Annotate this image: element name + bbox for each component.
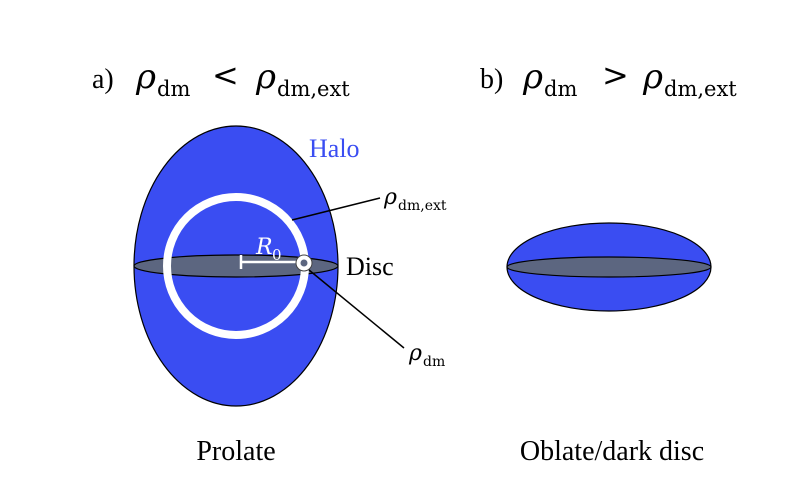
local-volume-core [300, 259, 308, 267]
rho-dm-leader-line [308, 269, 405, 349]
oblate-disc [506, 256, 712, 278]
panel-a-title: a) ρ dm < ρ dm,ext [92, 56, 350, 101]
rho-ext-subscript: dm,ext [398, 198, 447, 214]
prolate-disc [133, 254, 339, 278]
radius-subscript: 0 [272, 246, 282, 264]
rho-dm-symbol: ρ [408, 341, 422, 366]
rho-ext-leader-line [291, 197, 381, 221]
prolate-halo-group: R 0 [133, 125, 339, 407]
panel-b-prefix: b) [480, 64, 503, 95]
prolate-caption: Prolate [196, 436, 275, 467]
panel-a-prefix: a) [92, 64, 114, 95]
rho-dm-subscript: dm [423, 354, 445, 370]
rho-ext-label: ρ dm,ext [383, 185, 447, 214]
panel-b-relation: > [602, 56, 629, 94]
oblate-halo-group [506, 222, 712, 312]
panel-b-rho: ρ [522, 57, 543, 97]
disc-label: Disc [346, 252, 394, 281]
panel-a-sub-ext: dm,ext [277, 77, 350, 101]
panel-b-sub-ext: dm,ext [664, 77, 737, 101]
panel-b-sub-dm: dm [544, 77, 577, 101]
panel-a-rho: ρ [135, 57, 156, 97]
rho-dm-label: ρ dm [408, 341, 445, 370]
panel-a-rho-2: ρ [255, 57, 276, 97]
oblate-caption: Oblate/dark disc [520, 436, 704, 467]
panel-a-sub-dm: dm [157, 77, 190, 101]
halo-label: Halo [309, 134, 360, 163]
panel-b-rho-2: ρ [642, 57, 663, 97]
panel-a-relation: < [212, 56, 239, 94]
panel-b-title: b) ρ dm > ρ dm,ext [480, 56, 737, 101]
radius-symbol: R [255, 235, 273, 260]
rho-ext-symbol: ρ [383, 185, 397, 210]
